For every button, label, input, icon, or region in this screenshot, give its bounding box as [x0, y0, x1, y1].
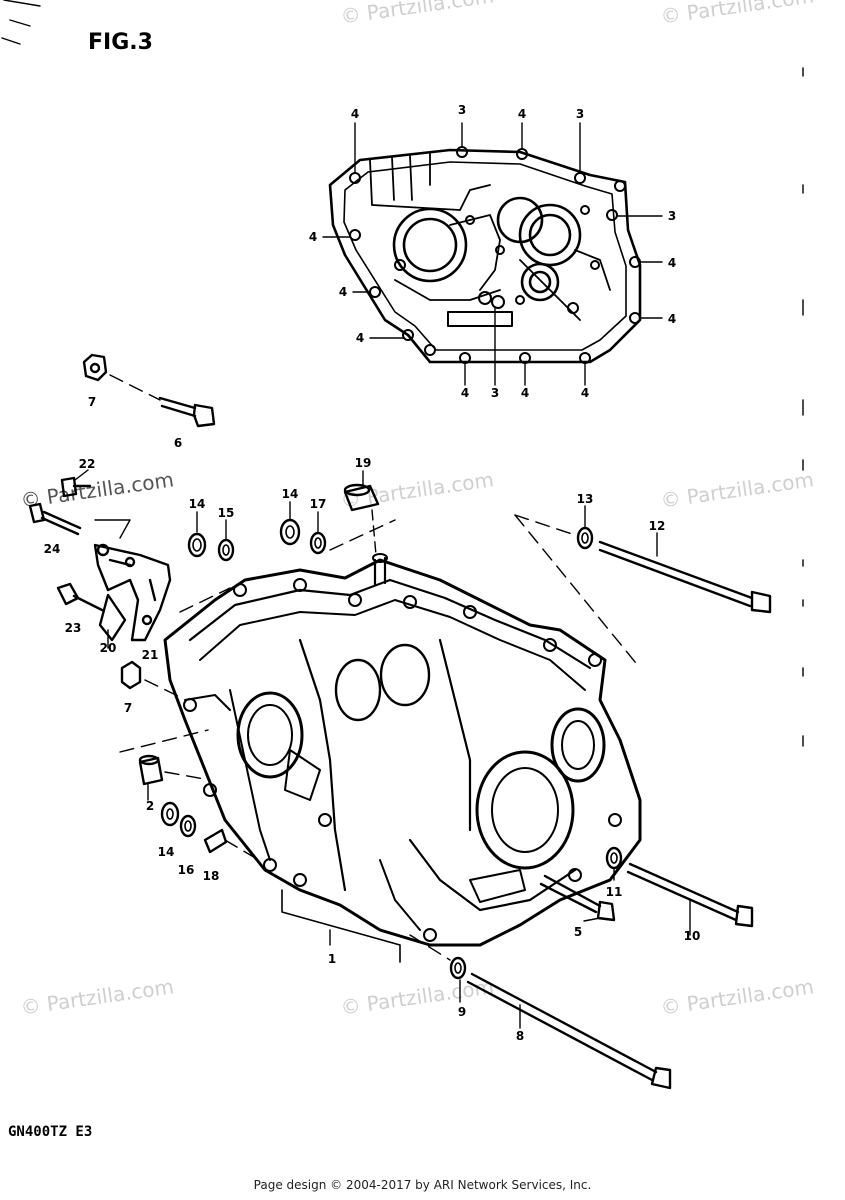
callout-labels: 4 3 4 3 3 4 4 4 4 4 4 3 4 4 7 6 22 19 13…	[44, 103, 701, 1043]
crankcase-assembly	[163, 553, 642, 947]
washer-9	[449, 956, 467, 980]
callout-label: 3	[668, 209, 676, 223]
callout-label: 4	[668, 256, 676, 270]
washer-15	[217, 538, 235, 562]
page-footer: Page design © 2004-2017 by ARI Network S…	[253, 1178, 592, 1192]
figure-title: FIG.3	[88, 30, 153, 55]
collar-14-mid	[279, 518, 301, 546]
print-specks	[1, 0, 804, 747]
washer-17	[309, 531, 327, 555]
callout-label: 24	[44, 542, 61, 556]
bolt-22	[60, 476, 92, 498]
dashed-leader	[109, 374, 161, 401]
callout-label: 3	[491, 386, 499, 400]
callout-label: 5	[574, 925, 582, 939]
callout-label: 4	[351, 107, 359, 121]
callout-label: 4	[521, 386, 529, 400]
callout-label: 9	[458, 1005, 466, 1019]
callout-label: 14	[189, 497, 206, 511]
callout-label: 11	[606, 885, 623, 899]
callout-label: 7	[124, 701, 132, 715]
callout-label: 22	[79, 457, 96, 471]
dowel-2	[138, 754, 164, 786]
washer-13	[576, 526, 594, 550]
callout-label: 14	[158, 845, 175, 859]
bracket-20-21	[93, 543, 172, 642]
callout-label: 2	[146, 799, 154, 813]
callout-label: 8	[516, 1029, 524, 1043]
washer-11	[605, 846, 623, 870]
callout-label: 4	[309, 230, 317, 244]
nut-7-upper	[82, 353, 108, 382]
callout-label: 4	[518, 107, 526, 121]
callout-label: 16	[178, 863, 195, 877]
callout-label: 1	[328, 952, 336, 966]
model-code: GN400TZ E3	[8, 1124, 93, 1140]
callout-label: 4	[668, 312, 676, 326]
dashed-leader	[94, 519, 131, 539]
bolt-23	[56, 582, 104, 612]
callout-label: 12	[649, 519, 666, 533]
dowel-19	[343, 483, 380, 512]
callout-label: 3	[576, 107, 584, 121]
reference-bracket	[281, 889, 401, 963]
bolt-5	[539, 874, 616, 922]
bolt-8	[466, 972, 672, 1090]
callout-leaders	[74, 469, 691, 1029]
callout-label: 23	[65, 621, 82, 635]
washer-16	[179, 814, 197, 838]
callout-label: 10	[684, 929, 701, 943]
bolt-10	[626, 862, 754, 928]
callout-label: 14	[282, 487, 299, 501]
callout-label: 4	[339, 285, 347, 299]
bolt-6	[158, 396, 216, 428]
callout-label: 13	[577, 492, 594, 506]
cap-18	[203, 828, 228, 854]
callout-label: 3	[458, 103, 466, 117]
collar-14-left	[187, 532, 207, 558]
callout-label: 4	[461, 386, 469, 400]
bolt-24	[28, 502, 82, 536]
callout-label: 4	[581, 386, 589, 400]
nut-7-lower	[120, 660, 142, 690]
callout-label: 7	[88, 395, 96, 409]
bolt-12	[598, 540, 772, 614]
top-leader-lines	[322, 122, 663, 386]
callout-label: 21	[142, 648, 159, 662]
callout-label: 19	[355, 456, 372, 470]
callout-label: 18	[203, 869, 220, 883]
collar-14-lower	[160, 801, 180, 827]
callout-label: 15	[218, 506, 235, 520]
callout-label: 6	[174, 436, 182, 450]
callout-label: 4	[356, 331, 364, 345]
callout-label: 20	[100, 641, 117, 655]
callout-label: 17	[310, 497, 327, 511]
crankcase-mating-face-view	[328, 146, 642, 364]
